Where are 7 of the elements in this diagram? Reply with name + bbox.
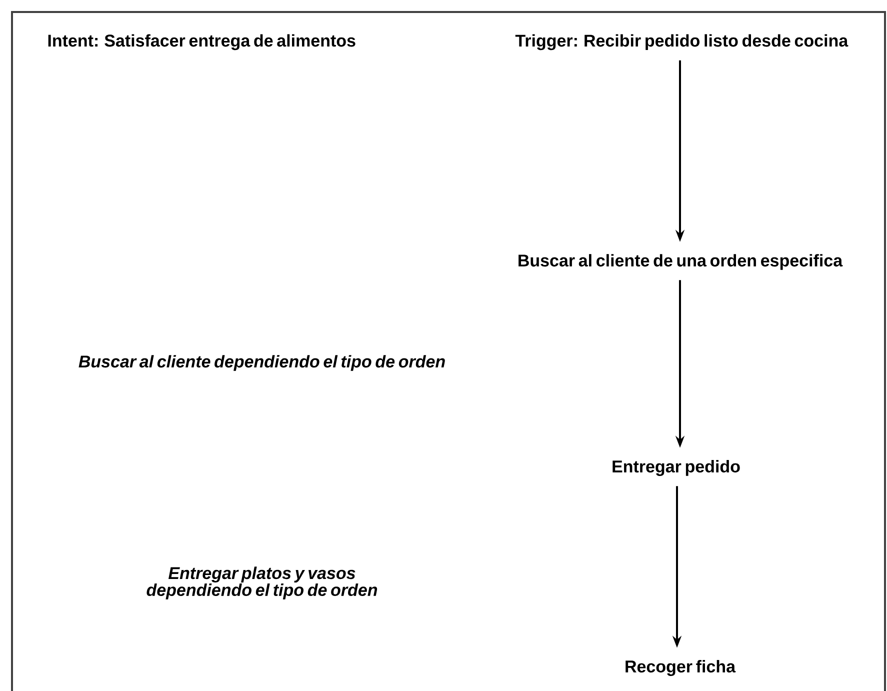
note-text: Buscar al cliente dependiendo el tipo de orden [78, 355, 445, 371]
note-text: Intent: Satisfacer entrega de alimentos [48, 34, 356, 50]
step-text: Trigger: Recibir pedido listo desde cocina [515, 34, 848, 50]
step-text: Entregar pedido [612, 460, 740, 476]
step-text: Buscar al cliente de una orden especifica [518, 254, 843, 270]
step-text: Recoger ficha [626, 660, 736, 676]
note-text: Entregar platos y vasos dependiendo el tipo de orden [146, 566, 378, 600]
